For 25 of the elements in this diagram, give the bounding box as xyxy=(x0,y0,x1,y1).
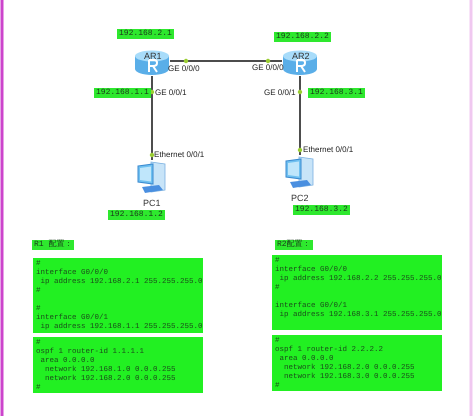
device-name: PC2 xyxy=(291,193,309,203)
ip-tag: 192.168.3.2 xyxy=(293,205,350,215)
ip-tag: 192.168.2.1 xyxy=(117,29,174,39)
ip-tag: 192.168.1.2 xyxy=(108,210,165,220)
ip-tag: 192.168.2.2 xyxy=(274,32,331,42)
port-label: GE 0/0/1 xyxy=(155,88,187,98)
device-name: AR1 xyxy=(144,51,162,61)
config-box xyxy=(272,255,442,330)
config-box xyxy=(33,258,203,333)
device-name: PC1 xyxy=(143,198,161,208)
section-heading: R2配置： xyxy=(275,240,313,250)
port-label: GE 0/0/0 xyxy=(168,64,200,74)
link-line xyxy=(170,60,282,62)
port-label: Ethernet 0/0/1 xyxy=(303,145,354,155)
config-box xyxy=(272,335,442,391)
link-line xyxy=(299,76,301,155)
port-label: GE 0/0/0 xyxy=(252,63,284,73)
config-box xyxy=(33,337,203,393)
section-heading: R1 配置： xyxy=(32,240,74,250)
link-line xyxy=(151,76,153,160)
device-name: AR2 xyxy=(292,51,310,61)
ip-tag: 192.168.3.1 xyxy=(308,88,365,98)
port-label: Ethernet 0/0/1 xyxy=(154,150,204,160)
port-label: GE 0/0/1 xyxy=(264,88,296,98)
ip-tag: 192.168.1.1 xyxy=(94,88,151,98)
